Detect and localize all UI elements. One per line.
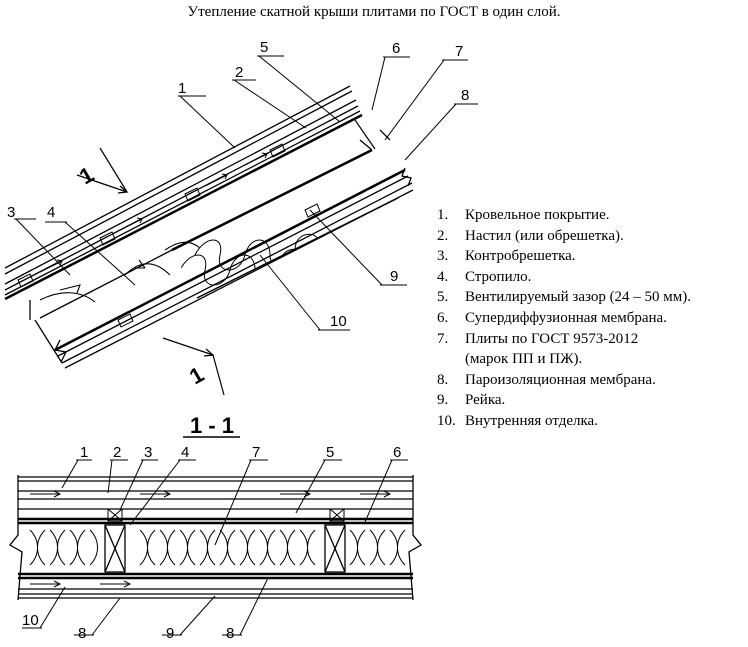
section-bottom-arrows	[30, 580, 132, 588]
callout-s-8a: 8	[78, 625, 86, 642]
callout-s-1: 1	[80, 444, 88, 461]
legend-item: 8.Пароизоляционная мембрана.	[437, 371, 656, 388]
section-battens	[107, 508, 345, 522]
callout-labels-top: 1 2 3 4 5 6 7 8 9 10 1 1	[7, 39, 469, 389]
callout-7: 7	[455, 43, 463, 60]
section-breaks	[9, 475, 422, 601]
legend-item: 7.Плиты по ГОСТ 9573-2012	[437, 330, 639, 347]
battens	[17, 143, 286, 288]
callout-3: 3	[7, 204, 15, 221]
legend-item: 10.Внутренняя отделка.	[437, 412, 598, 429]
section-rafters	[104, 524, 346, 573]
callout-s-10: 10	[22, 612, 39, 629]
callout-s-3: 3	[144, 444, 152, 461]
leader-lines	[14, 55, 478, 331]
callout-s-8b: 8	[226, 625, 234, 642]
rafter	[29, 249, 173, 364]
vapor-barrier	[54, 167, 414, 369]
section-air-arrows	[30, 490, 392, 498]
callout-8: 8	[461, 87, 469, 104]
horizontal-section	[9, 436, 422, 636]
section-marker-top: 1	[75, 162, 98, 190]
legend-item: 6.Супердиффузионная мембрана.	[437, 309, 667, 326]
section-leader-lines	[22, 459, 408, 636]
legend-item: 9.Рейка.	[437, 392, 506, 409]
legend-item: 1.Кровельное покрытие.	[437, 207, 610, 223]
legend-item: 5.Вентилируемый зазор (24 – 50 мм).	[437, 289, 692, 306]
callout-s-4: 4	[181, 444, 189, 461]
diagram-title: Утепление скатной крыши плитами по ГОСТ …	[187, 4, 561, 20]
section-insulation	[29, 529, 406, 566]
callout-s-2: 2	[113, 444, 121, 461]
callout-6: 6	[392, 40, 400, 57]
legend-item: 3.Контробрешетка.	[437, 248, 576, 265]
callout-s-9: 9	[166, 625, 174, 642]
legend-item: 4.Стропило.	[437, 268, 532, 285]
superdiffusion-membrane	[171, 119, 376, 252]
callout-10: 10	[330, 313, 347, 330]
legend-list: 1.Кровельное покрытие. 2.Настил (или обр…	[437, 205, 691, 432]
legend-item: 2.Настил (или обрешетка).	[437, 227, 624, 244]
legend-item-continuation: (марок ПП и ПЖ).	[465, 351, 583, 368]
callout-s-5: 5	[326, 444, 334, 461]
callout-s-7: 7	[252, 444, 260, 461]
callout-s-6: 6	[393, 444, 401, 461]
callout-1: 1	[178, 80, 186, 97]
lath	[117, 203, 321, 328]
section-marker-bottom: 1	[185, 362, 208, 390]
callout-5: 5	[260, 39, 268, 56]
section-arrows	[76, 147, 225, 396]
section-title: 1 - 1	[190, 413, 234, 438]
rafter-arrows	[39, 241, 201, 303]
section-vapor-barrier	[18, 572, 413, 599]
callout-2: 2	[235, 64, 243, 81]
callout-4: 4	[47, 204, 55, 221]
callout-9: 9	[390, 268, 398, 285]
callout-labels-bottom: 1 2 3 4 7 5 6 10 8 9 8	[22, 444, 401, 642]
inclined-roof-section	[4, 55, 478, 396]
section-top-layers	[18, 476, 413, 525]
roofing-layers	[4, 85, 363, 301]
